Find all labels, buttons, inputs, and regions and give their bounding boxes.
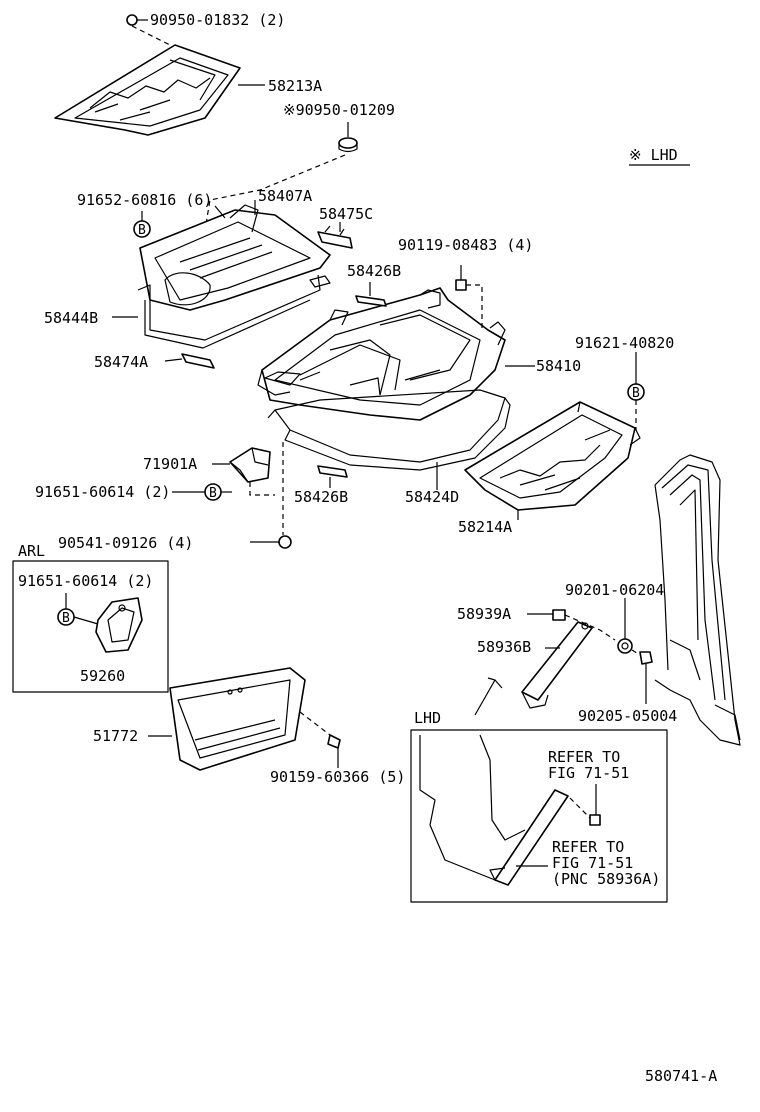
label-90119-08483: 90119-08483 (4) [398, 236, 533, 254]
label-58214A: 58214A [458, 518, 512, 536]
label-59260: 59260 [80, 667, 125, 685]
label-58939A: 58939A [457, 605, 511, 623]
svg-text:B: B [62, 611, 70, 626]
callout-B-91651-a: B [172, 483, 232, 501]
label-refer2-a: REFER TO [552, 838, 624, 856]
nut-90541-drawing [250, 535, 292, 549]
label-lhd-note: ※ LHD [629, 146, 678, 164]
part-58936B-drawing [474, 598, 653, 716]
label-90159-60366: 90159-60366 (5) [270, 768, 405, 786]
label-91621-40820: 91621-40820 [575, 334, 674, 352]
arl-box: ARL B [12, 542, 169, 693]
label-91651-60614-b: 91651-60614 (2) [18, 572, 153, 590]
label-90541-09126: 90541-09126 (4) [58, 534, 193, 552]
label-58444B: 58444B [44, 309, 98, 327]
svg-text:B: B [209, 486, 217, 501]
svg-text:LHD: LHD [414, 709, 441, 727]
label-58426B-top: 58426B [347, 262, 401, 280]
label-51772: 51772 [93, 727, 138, 745]
part-51772-drawing [148, 667, 341, 771]
label-90201-06204: 90201-06204 [565, 581, 664, 599]
callout-B-91621: B [627, 352, 645, 430]
bolt-90119-drawing [455, 265, 483, 330]
label-91652-60816: 91652-60816 (6) [77, 191, 212, 209]
label-58426B-bot: 58426B [294, 488, 348, 506]
lhd-box: LHD [410, 709, 668, 903]
label-refer2-c: (PNC 58936A) [552, 870, 660, 888]
part-labels: 90950-01832 (2) 58213A ※90950-01209 ※ LH… [18, 11, 717, 1085]
part-58407A-drawing [112, 200, 331, 349]
label-58407A: 58407A [258, 187, 312, 205]
label-90205-05004: 90205-05004 [578, 707, 677, 725]
pillar-drawing [654, 454, 741, 746]
part-58475C-drawing [317, 222, 353, 249]
part-58424D-drawing [267, 389, 511, 490]
label-58410: 58410 [536, 357, 581, 375]
part-58474A-drawing [164, 353, 215, 369]
label-91651-60614-a: 91651-60614 (2) [35, 483, 170, 501]
part-58410-drawing [257, 287, 535, 421]
label-refer2-b: FIG 71-51 [552, 854, 633, 872]
part-58426B-drawing [317, 282, 387, 488]
callout-B-91652: B [133, 211, 151, 238]
label-90950-01209: ※90950-01209 [283, 101, 395, 119]
label-refer1-b: FIG 71-51 [548, 764, 629, 782]
label-71901A: 71901A [143, 455, 197, 473]
svg-text:ARL: ARL [18, 542, 45, 560]
label-90950-01832: 90950-01832 (2) [150, 11, 285, 29]
part-71901A-drawing [212, 442, 284, 535]
svg-text:B: B [632, 386, 640, 401]
clip-90950-01209-drawing [204, 122, 358, 231]
part-58214A-drawing [464, 401, 641, 520]
diagram-id: 580741-A [645, 1067, 717, 1085]
label-58475C: 58475C [319, 205, 373, 223]
label-58213A: 58213A [268, 77, 322, 95]
label-refer1-a: REFER TO [548, 748, 620, 766]
label-58936B: 58936B [477, 638, 531, 656]
label-58424D: 58424D [405, 488, 459, 506]
svg-text:B: B [138, 223, 146, 238]
part-58213A-drawing [54, 14, 265, 136]
label-58474A: 58474A [94, 353, 148, 371]
